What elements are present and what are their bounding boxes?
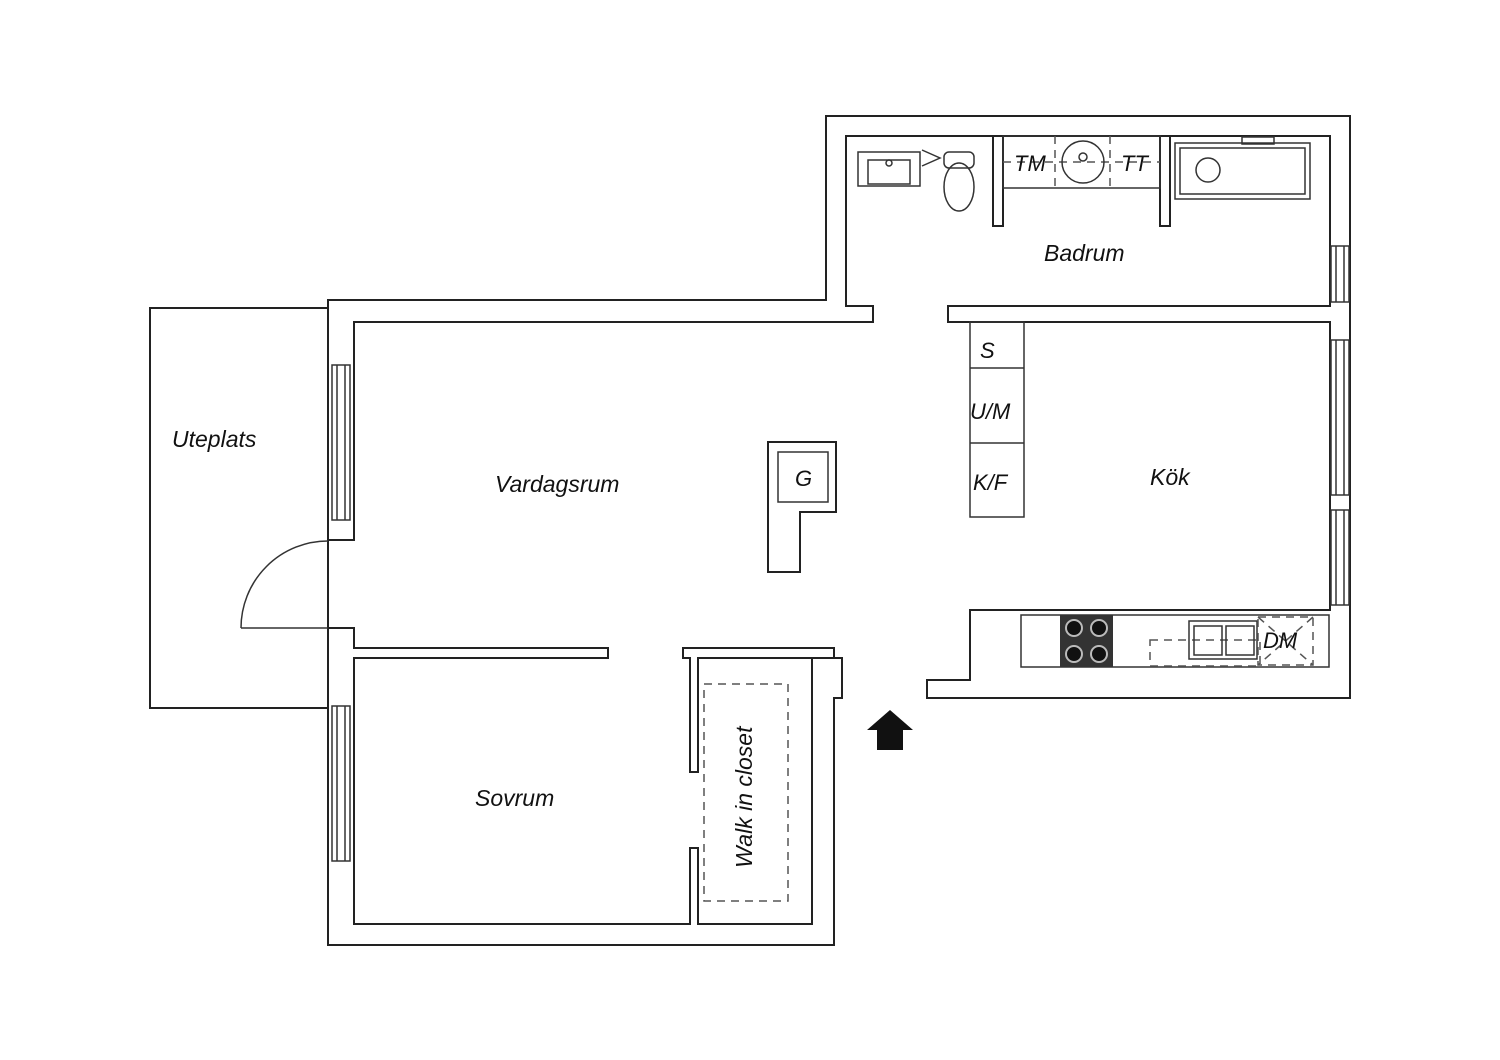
label-kok: Kök <box>1150 464 1191 490</box>
fireplace <box>767 441 837 573</box>
label-s: S <box>980 338 995 363</box>
label-kf: K/F <box>973 470 1009 495</box>
label-walk-in-closet: Walk in closet <box>731 725 757 868</box>
entrance-arrow-icon <box>867 710 913 750</box>
label-dm: DM <box>1263 628 1298 653</box>
label-uteplats: Uteplats <box>172 426 257 452</box>
label-tt: TT <box>1121 151 1149 176</box>
kitchen-counter <box>1020 614 1330 668</box>
bathroom-fixtures <box>857 135 1311 227</box>
label-um: U/M <box>970 399 1011 424</box>
label-g: G <box>795 466 812 491</box>
label-vardagsrum: Vardagsrum <box>495 471 619 497</box>
patio-door <box>240 540 329 629</box>
kitchen-tall-cabinets <box>969 321 1025 518</box>
windows <box>331 245 1350 862</box>
label-badrum: Badrum <box>1044 240 1125 266</box>
label-tm: TM <box>1014 151 1046 176</box>
label-sovrum: Sovrum <box>475 785 554 811</box>
exterior-walls <box>327 115 1351 946</box>
patio <box>149 307 329 709</box>
closet-shelf <box>703 683 789 902</box>
